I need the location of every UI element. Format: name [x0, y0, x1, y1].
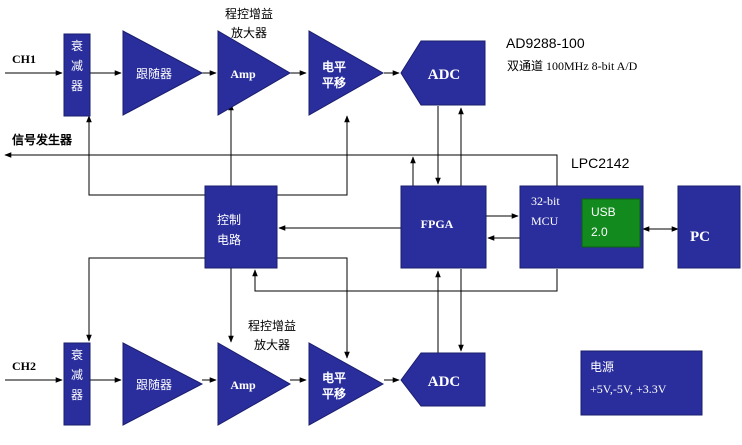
wire-ctrl-shift2: [277, 257, 350, 359]
control-circuit-label: 控制电路: [217, 213, 241, 247]
pc-block: [677, 185, 741, 269]
ch2-follower-label: 跟随器: [136, 377, 172, 392]
ch1-attenuator-label: 衰减器: [71, 38, 83, 93]
power-rails: +5V,-5V, +3.3V: [590, 382, 667, 396]
signal-generator-label: 信号发生器: [12, 132, 73, 147]
ch2-adc-block: [400, 352, 486, 407]
ch2-level-shift-label: 电平平移: [322, 370, 346, 401]
ch1-adc-block: [400, 40, 486, 106]
ch1-adc-label: ADC: [428, 67, 461, 83]
ch1-level-shift-triangle: [308, 30, 385, 116]
ch2-level-shift-triangle: [308, 342, 385, 426]
ch1-level-shift-label: 电平平移: [322, 59, 346, 90]
ch1-follower-label: 跟随器: [136, 66, 172, 81]
fpga-block: [400, 185, 487, 269]
ch1-label: CH1: [12, 52, 36, 66]
ch2-attenuator-label: 衰减器: [71, 347, 83, 402]
ch2-amp-triangle: [217, 342, 292, 426]
ch2-adc-label: ADC: [428, 374, 461, 390]
pc-label: PC: [690, 229, 710, 245]
wire-ctrl-att1: [86, 115, 205, 196]
wire-ctrl-shift1: [277, 115, 350, 196]
ch2-follower-triangle: [122, 342, 204, 426]
mcu-part-number: LPC2142: [571, 155, 630, 171]
ch2-label: CH2: [12, 359, 36, 373]
wire-ctrl-att2: [86, 257, 205, 342]
ch2-amp-label: Amp: [230, 378, 256, 392]
wire-mcu-ctrl: [252, 269, 558, 292]
fpga-label: FPGA: [421, 217, 454, 231]
ch1-follower-triangle: [122, 30, 204, 116]
usb-block: [581, 198, 641, 248]
ch1-pga-caption: 程控增益放大器: [225, 6, 273, 40]
wire-signal-generator: [4, 152, 558, 186]
control-circuit-block: [204, 185, 278, 269]
adc-spec: 双通道 100MHz 8-bit A/D: [507, 59, 638, 73]
ch1-attenuator-block: [63, 33, 91, 117]
ch1-amp-label: Amp: [230, 67, 256, 81]
power-title: 电源: [590, 360, 614, 374]
ch2-attenuator-block: [63, 342, 91, 426]
ch1-amp-triangle: [217, 30, 291, 116]
power-block: [580, 350, 703, 416]
ch2-pga-caption: 程控增益放大器: [248, 318, 296, 352]
adc-part-number: AD9288-100: [506, 35, 585, 51]
